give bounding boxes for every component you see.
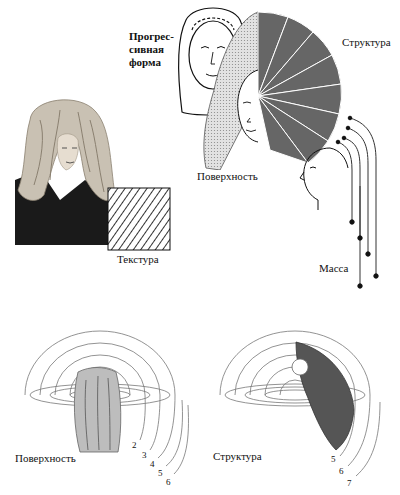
mass-label: Масса bbox=[318, 262, 349, 275]
callout-number: 5 bbox=[330, 454, 337, 464]
callout-number: 3 bbox=[141, 450, 148, 460]
texture-swatch bbox=[108, 188, 170, 250]
surface-label: Поверхность bbox=[14, 452, 77, 465]
callout-number: 6 bbox=[338, 466, 345, 476]
callout-number: 7 bbox=[346, 478, 353, 488]
callout-number: 2 bbox=[131, 440, 138, 450]
surface-label: Поверхность bbox=[196, 170, 259, 183]
callout-number: 5 bbox=[157, 468, 164, 478]
form-label: Прогрес- сивная форма bbox=[128, 30, 184, 69]
structure-fan bbox=[204, 12, 342, 170]
structure-label: Структура bbox=[212, 450, 263, 463]
callout-number: 6 bbox=[165, 477, 172, 487]
texture-label: Текстура bbox=[116, 253, 160, 266]
structure-label: Структура bbox=[341, 36, 392, 49]
mass-head bbox=[300, 116, 378, 288]
model-photo bbox=[15, 95, 120, 245]
callout-number: 4 bbox=[149, 459, 156, 469]
